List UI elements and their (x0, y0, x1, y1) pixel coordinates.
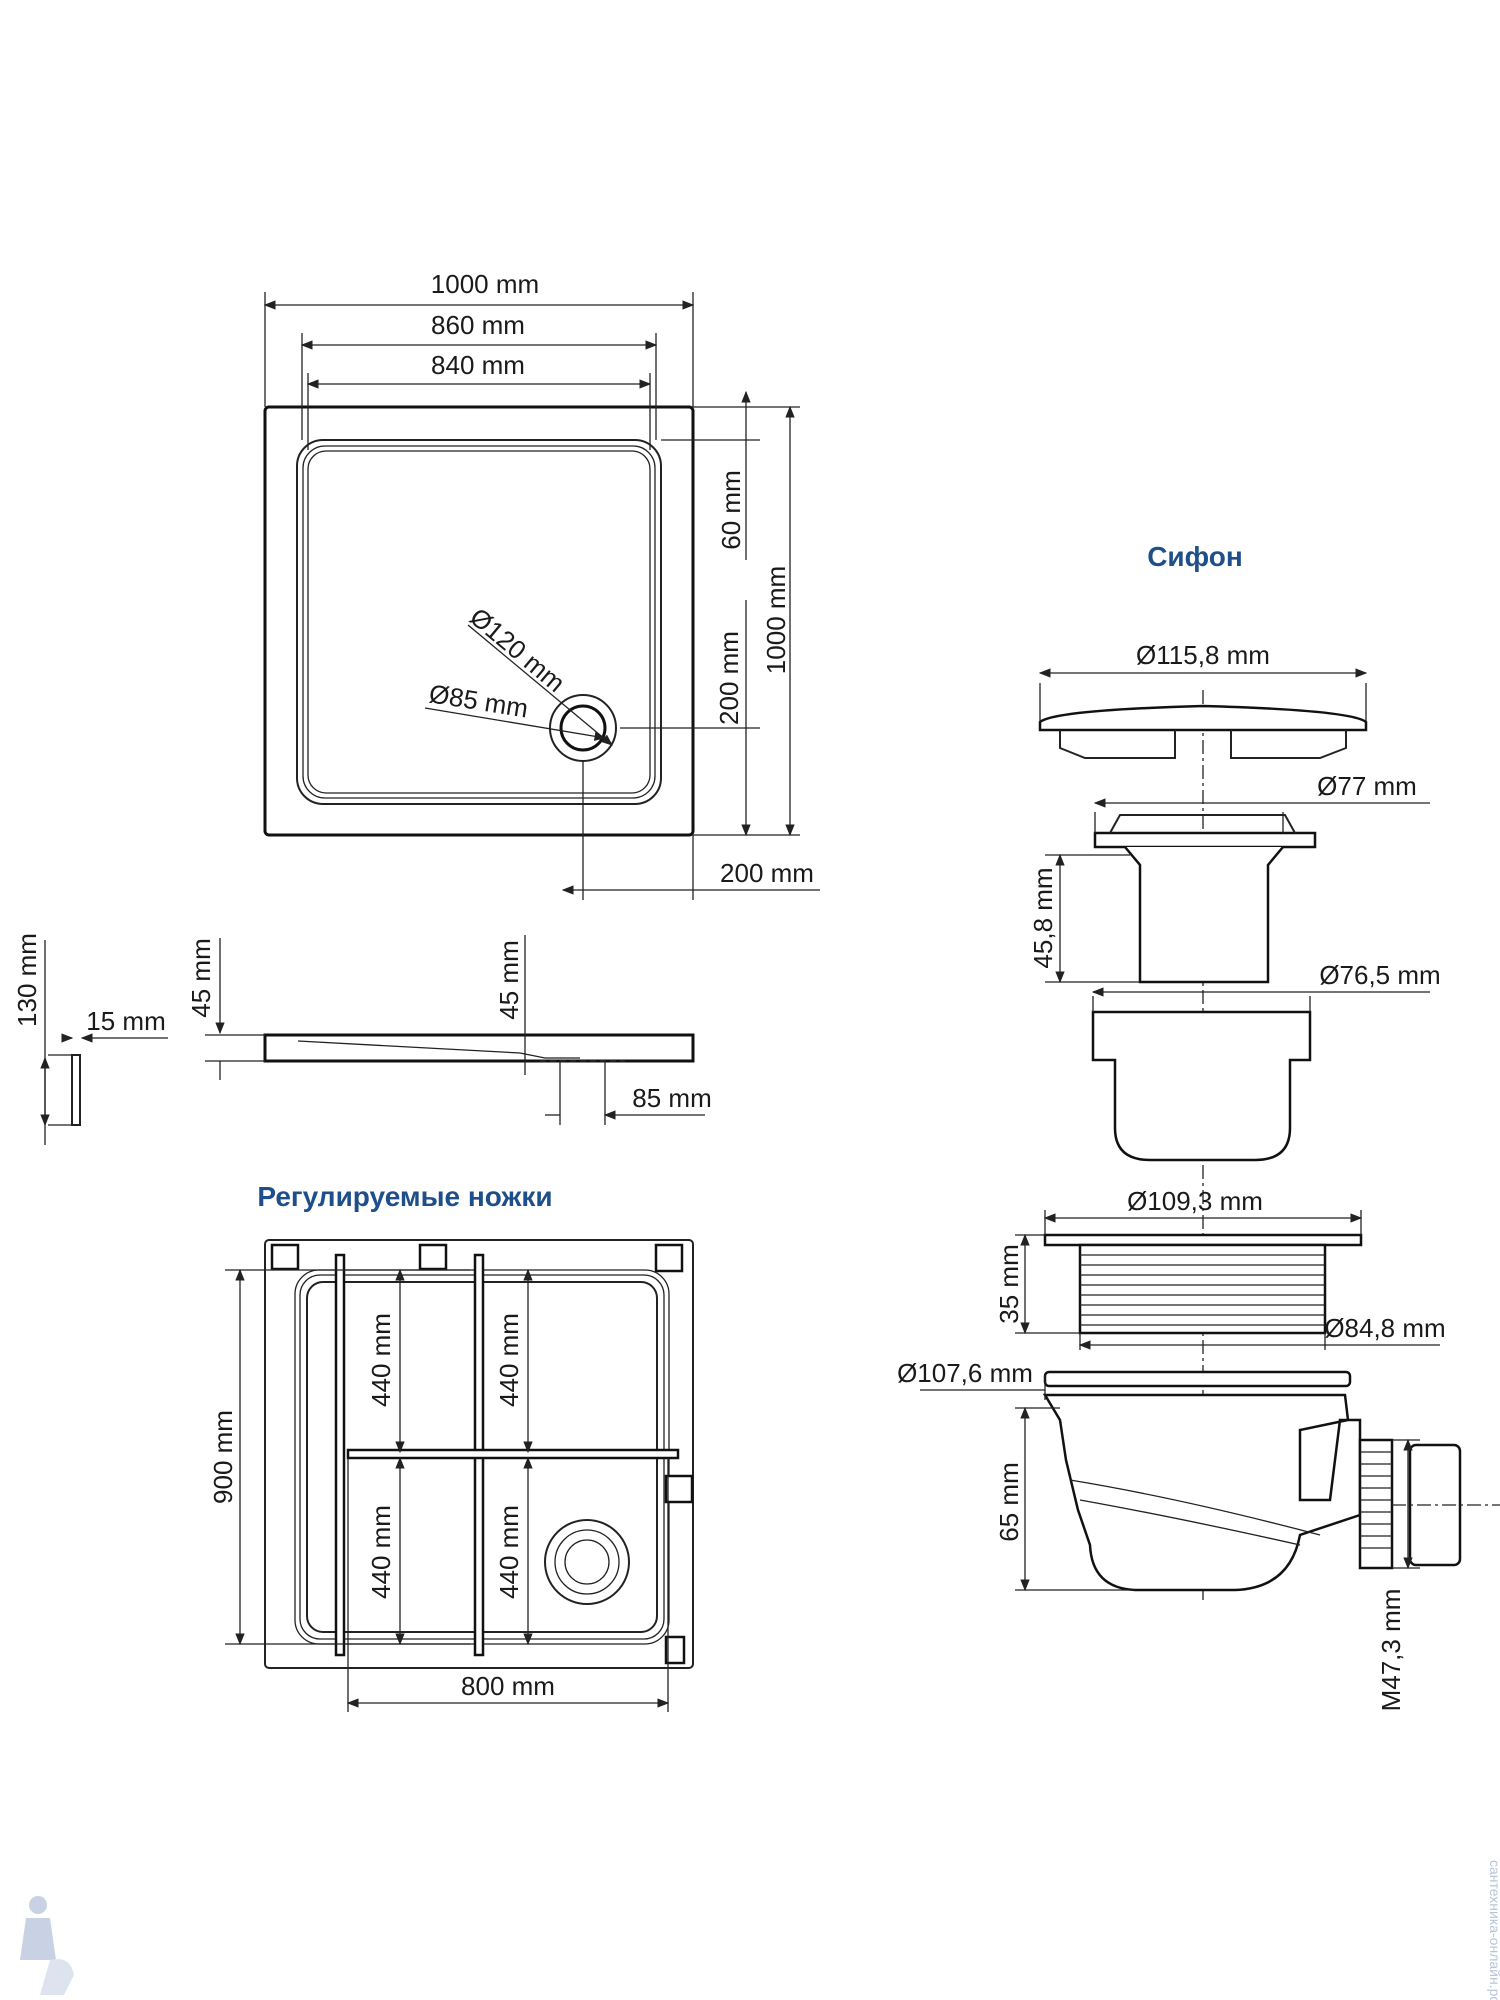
siphon-cover (1038, 704, 1368, 732)
dim-height-45-8: 45,8 mm (1028, 867, 1058, 968)
siphon-water-seal-cup (1091, 1010, 1312, 1162)
leg-crossbar (346, 1448, 680, 1460)
siphon-heading: Сифон (1147, 541, 1243, 572)
leg-foot (664, 1635, 686, 1665)
dim-height-65: 65 mm (994, 1462, 1024, 1541)
dim-diameter-109-3: Ø109,3 mm (1127, 1186, 1263, 1216)
siphon-body-upper (1124, 846, 1284, 984)
leg-foot (270, 1243, 300, 1271)
dim-thickness-15: 15 mm (86, 1006, 165, 1036)
siphon-body (1042, 1393, 1362, 1592)
dim-diameter-77: Ø77 mm (1317, 771, 1417, 801)
dim-diameter-107-6: Ø107,6 mm (897, 1358, 1033, 1388)
dim-height-45-left: 45 mm (186, 938, 216, 1017)
tray-top-view: 1000 mm 860 mm 840 mm 60 mm 200 mm 1000 … (263, 269, 820, 900)
dim-diameter-84-8: Ø84,8 mm (1324, 1313, 1445, 1343)
dim-height-900: 900 mm (208, 1410, 238, 1504)
dim-spacing-440-b: 440 mm (366, 1505, 396, 1599)
siphon-flange (1043, 1233, 1363, 1247)
siphon-outlet-thread (1358, 1438, 1394, 1570)
watermark-plumber-logo (20, 1896, 74, 1995)
dim-drain-200-vertical: 200 mm (714, 631, 744, 725)
dim-width-800: 800 mm (461, 1671, 555, 1701)
dim-drain-200-horizontal: 200 mm (720, 858, 814, 888)
dim-height-35: 35 mm (994, 1244, 1024, 1323)
dim-height-130: 130 mm (12, 933, 42, 1027)
dim-rim-60: 60 mm (716, 470, 746, 549)
leg-foot (418, 1243, 448, 1271)
watermark-text: сантехника-онлайн.рф (1487, 1860, 1500, 2000)
tray-side-profile: 130 mm 15 mm 45 mm 45 mm 85 mm (12, 933, 712, 1145)
dim-width-85: 85 mm (632, 1083, 711, 1113)
dim-spacing-440-a: 440 mm (366, 1313, 396, 1407)
siphon-body-ring (1043, 1370, 1352, 1388)
drain-inner-circle (559, 704, 607, 752)
siphon-view: Ø115,8 mm Ø77 mm 45,8 mm Ø76,5 mm (897, 640, 1500, 1711)
leg-rail (334, 1253, 346, 1657)
dim-diameter-120: Ø120 mm (464, 602, 571, 698)
siphon-thread (1078, 1243, 1327, 1335)
dim-spacing-440-d: 440 mm (494, 1505, 524, 1599)
dim-diameter-76-5: Ø76,5 mm (1319, 960, 1440, 990)
dim-height-45-right: 45 mm (494, 940, 524, 1019)
dim-width-860: 860 mm (431, 310, 525, 340)
legs-view: 900 mm 440 mm 440 mm 440 mm 440 mm 800 m… (208, 1239, 694, 1712)
leg-foot (664, 1474, 694, 1504)
dim-thread-m47-3: M47,3 mm (1376, 1589, 1406, 1712)
dim-diameter-115-8: Ø115,8 mm (1136, 640, 1270, 670)
dim-spacing-440-c: 440 mm (494, 1313, 524, 1407)
dim-width-1000: 1000 mm (431, 269, 539, 299)
dim-height-1000: 1000 mm (761, 566, 791, 674)
legs-heading: Регулируемые ножки (257, 1181, 552, 1212)
dim-width-840: 840 mm (431, 350, 525, 380)
leg-foot (654, 1243, 684, 1273)
